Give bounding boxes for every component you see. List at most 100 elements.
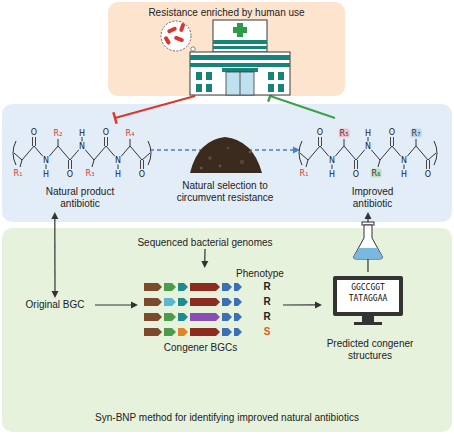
side-chain-bond [58, 139, 59, 146]
side-chain-bond [20, 160, 22, 167]
atom-label: N [328, 156, 336, 165]
connector-line [150, 149, 295, 151]
chain-bracket [148, 141, 151, 165]
carbonyl-bond [318, 137, 319, 146]
cluster-label: Congener BGCs [138, 342, 263, 354]
side-chain-bond [306, 160, 308, 167]
side-chain-label: R₂ [54, 129, 63, 138]
carbonyl-bond [429, 160, 430, 169]
atom-label: N [42, 156, 50, 165]
carbonyl-bond [32, 137, 33, 146]
genome-source-node: Sequenced bacterial genomes [130, 236, 280, 249]
flask-icon [362, 222, 374, 225]
process-node: Natural selection to circumvent resistan… [160, 180, 290, 212]
carbonyl-bond [390, 137, 391, 146]
carbonyl-bond [143, 160, 144, 169]
phenotype-code: R [259, 281, 275, 293]
nh-bond [118, 164, 119, 169]
side-chain-label: R₇ [411, 129, 422, 138]
chain-bracket [434, 141, 437, 165]
congener-cluster-node: PhenotypeRRRSCongener BGCs [138, 268, 283, 368]
band-caption: Syn-BNP method for identifying improved … [95, 412, 359, 424]
atom-label: H [401, 170, 407, 179]
arrow-connector [113, 96, 195, 124]
carbonyl-bond [321, 137, 322, 146]
gene-cluster-node: Original BGC [15, 298, 95, 312]
nh-bond [332, 164, 333, 169]
side-chain-bond [130, 139, 131, 146]
process-label: Natural selection to circumvent resistan… [160, 180, 290, 204]
atom-label: O [67, 170, 73, 179]
source-label: Sequenced bacterial genomes [137, 237, 272, 249]
computer-label: Predicted congener structures [315, 338, 425, 362]
sequence-text: GGCCGGT TATAGGAA [337, 282, 399, 304]
side-chain-bond [378, 160, 380, 167]
carbonyl-bond [107, 137, 108, 146]
soil-mound [219, 165, 222, 168]
atom-label: N [78, 142, 86, 151]
atom-label: H [115, 170, 121, 179]
side-chain-label: R₁ [14, 169, 23, 178]
nh-bond [404, 164, 405, 169]
soil-mound [208, 156, 212, 160]
phenotype-code: R [259, 311, 275, 323]
molecule-label: Natural product antibiotic [40, 186, 120, 210]
soil-mound [200, 167, 203, 170]
side-chain-bond [92, 160, 94, 167]
arrow-connector [150, 146, 300, 153]
chain-bracket [299, 141, 302, 165]
atom-label: O [31, 128, 37, 137]
carbonyl-bond [140, 160, 141, 169]
connector-line [115, 96, 195, 118]
side-chain-label: R₃ [86, 169, 95, 178]
atom-label: O [139, 170, 145, 179]
side-chain-bond [344, 139, 345, 146]
side-chain-label: R₁ [300, 169, 309, 178]
nh-bond [46, 164, 47, 169]
inhibition-bar [113, 112, 116, 124]
carbonyl-bond [393, 137, 394, 146]
side-chain-label: R₅ [339, 129, 350, 138]
atom-label: O [353, 170, 359, 179]
carbonyl-bond [71, 160, 72, 169]
atom-label: H [79, 129, 85, 138]
atom-label: O [389, 128, 395, 137]
carbonyl-bond [354, 160, 355, 169]
side-chain-bond [416, 139, 417, 146]
atom-label: H [329, 170, 335, 179]
side-chain-label: R₄ [126, 129, 135, 138]
soil-mound [240, 160, 244, 164]
soil-mound [249, 151, 252, 154]
arrow-head [293, 146, 300, 153]
atom-label: O [103, 128, 109, 137]
soil-mound [190, 137, 262, 173]
atom-label: O [317, 128, 323, 137]
atom-label: H [365, 129, 371, 138]
computer-node: GGCCGGT TATAGGAAPredicted congener struc… [322, 272, 418, 367]
molecule-label: Improved antibiotic [338, 186, 408, 210]
chain-bracket [13, 141, 16, 165]
phenotype-code: R [259, 296, 275, 308]
carbonyl-bond [35, 137, 36, 146]
phenotype-code: S [259, 326, 275, 338]
carbonyl-bond [357, 160, 358, 169]
carbonyl-bond [68, 160, 69, 169]
box-title: Resistance enriched by human use [148, 7, 304, 19]
side-chain-label: R₆ [371, 169, 382, 178]
soil-mound [190, 137, 262, 173]
soil-mound [226, 146, 229, 149]
arrow-head [51, 212, 58, 219]
peptide-structure [13, 137, 151, 169]
carbonyl-bond [104, 137, 105, 146]
column-header: Phenotype [235, 268, 285, 280]
arrow-head [365, 212, 372, 219]
context-box: Resistance enriched by human use [108, 2, 345, 96]
carbonyl-bond [426, 160, 427, 169]
atom-label: N [364, 142, 372, 151]
atom-label: O [425, 170, 431, 179]
peptide-structure [299, 137, 437, 169]
atom-label: H [43, 170, 49, 179]
connector-line [270, 96, 335, 118]
method-band: Syn-BNP method for identifying improved … [2, 228, 452, 432]
